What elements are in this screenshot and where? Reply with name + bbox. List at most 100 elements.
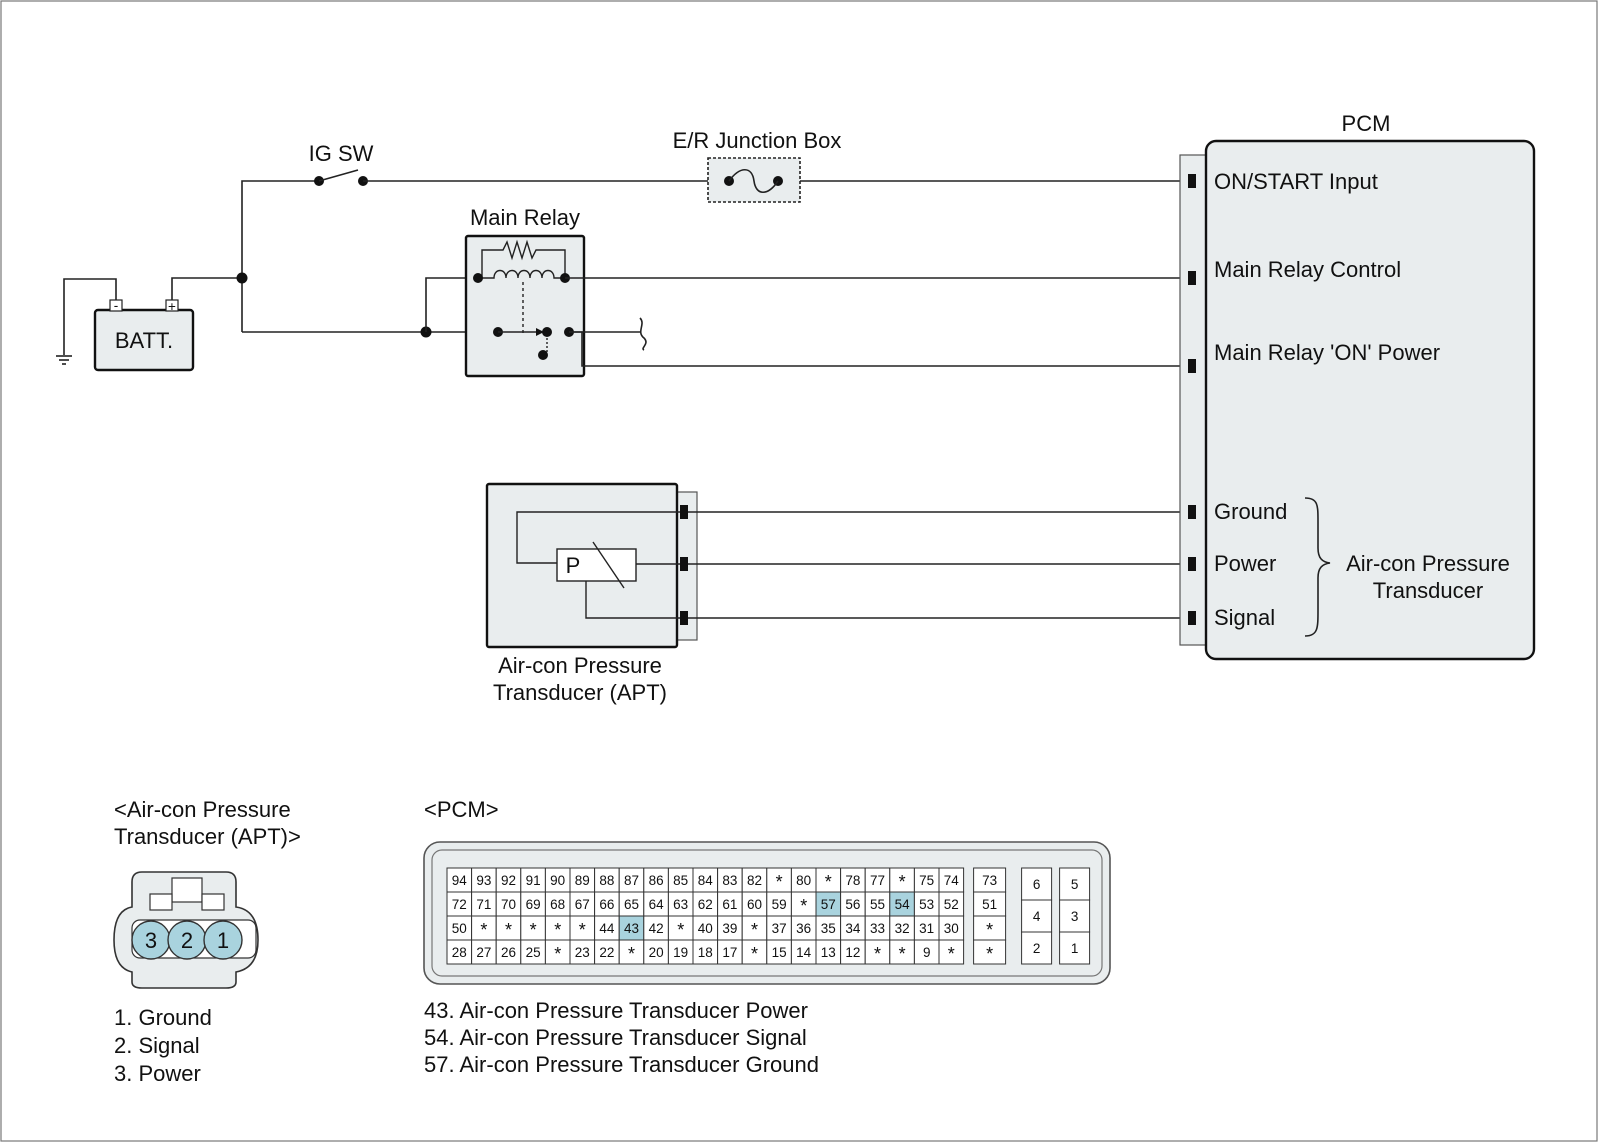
pcm-label: PCM bbox=[1342, 111, 1391, 136]
pcm-pin-cell bbox=[569, 891, 596, 917]
pcm-pin-number: 65 bbox=[624, 897, 639, 912]
pcm-pin-number: 59 bbox=[772, 897, 787, 912]
pcm-legend-item: 43. Air-con Pressure Transducer Power bbox=[424, 998, 808, 1023]
pcm-pin-number: 31 bbox=[919, 921, 934, 936]
apt-connector-pin-1 bbox=[203, 920, 243, 960]
pcm-pin-number: 42 bbox=[649, 921, 664, 936]
pcm-pin-number: * bbox=[825, 872, 832, 892]
pcm-legend-item: 57. Air-con Pressure Transducer Ground bbox=[424, 1052, 819, 1077]
pcm-pin-number: 62 bbox=[698, 897, 713, 912]
pcm-connector-title: <PCM> bbox=[424, 797, 499, 822]
pcm-pin-number: 26 bbox=[501, 945, 516, 960]
pcm-pin-number: 68 bbox=[550, 897, 565, 912]
pcm-pin-cell bbox=[446, 867, 473, 893]
pcm-pin-number: 91 bbox=[526, 873, 541, 888]
pcm-pin-cell bbox=[815, 891, 842, 917]
pcm-legend-item: 54. Air-con Pressure Transducer Signal bbox=[424, 1025, 807, 1050]
apt-connector-title-line1: <Air-con Pressure bbox=[114, 797, 291, 822]
pcm-pin-number: 12 bbox=[845, 945, 860, 960]
pcm-pin-number: 40 bbox=[698, 921, 713, 936]
battery-minus-label: - bbox=[114, 298, 119, 313]
battery: - + BATT. bbox=[93, 298, 195, 372]
pcm-pin-number: * bbox=[751, 944, 758, 964]
pcm-pin-number: * bbox=[874, 944, 881, 964]
pcm-pin-number: 20 bbox=[649, 945, 664, 960]
pcm-pin-cell bbox=[938, 915, 965, 941]
pcm-pin-cell bbox=[643, 891, 669, 917]
pcm-pin-number: 33 bbox=[870, 921, 885, 936]
pcm-pin-cell bbox=[471, 867, 497, 893]
pcm-pin-relay-on-power: Main Relay 'ON' Power bbox=[1214, 340, 1440, 365]
pcm-pin-number: 6 bbox=[1033, 877, 1041, 892]
pcm-pin-number: 22 bbox=[599, 945, 614, 960]
pcm-pin-power: Power bbox=[1214, 551, 1276, 576]
pcm-pin-cell bbox=[594, 867, 620, 893]
junction-box: E/R Junction Box bbox=[673, 128, 841, 203]
pcm-pin-cell bbox=[790, 891, 817, 917]
pcm-pin-number: 93 bbox=[476, 873, 491, 888]
pcm-pin-number: 54 bbox=[895, 897, 911, 912]
pcm-pin-cell bbox=[643, 939, 669, 965]
pcm-pin-cell bbox=[667, 939, 694, 965]
pcm-pin-number: * bbox=[480, 920, 487, 940]
pcm-pin-cell bbox=[495, 891, 522, 917]
pcm-pin-cell bbox=[973, 867, 1007, 893]
fuse-icon bbox=[728, 168, 779, 194]
pcm-pin-number: * bbox=[899, 872, 906, 892]
pcm-pin-number: 34 bbox=[845, 921, 861, 936]
pcm-apt-group-line2: Transducer bbox=[1373, 578, 1483, 603]
pcm-pin-number: 35 bbox=[821, 921, 836, 936]
pcm-pin-number: 60 bbox=[747, 897, 762, 912]
pcm-pin-cell bbox=[1059, 931, 1091, 965]
pcm-pin-number: 86 bbox=[649, 873, 664, 888]
variable-resistor-icon bbox=[592, 541, 625, 589]
pcm-pin-number: 55 bbox=[870, 897, 885, 912]
pcm-pin-number: 67 bbox=[575, 897, 590, 912]
pcm-pin-number: 5 bbox=[1071, 877, 1079, 892]
apt-label-line2: Transducer (APT) bbox=[493, 680, 667, 705]
pcm-pin-number: 66 bbox=[599, 897, 614, 912]
pcm-pin-cell bbox=[618, 915, 645, 941]
pcm-pin-number: 30 bbox=[944, 921, 959, 936]
pcm-pin-number: 3 bbox=[1071, 909, 1079, 924]
pcm-pin-number: 39 bbox=[722, 921, 737, 936]
ig-switch-label: IG SW bbox=[309, 141, 374, 166]
pcm-pin-number: 87 bbox=[624, 873, 639, 888]
pcm-module: PCM ON/START Input Main Relay Control Ma… bbox=[1179, 111, 1536, 661]
pcm-pin-number: 14 bbox=[796, 945, 812, 960]
apt-connector-pin-label: 3 bbox=[145, 928, 157, 953]
pcm-pin-number: * bbox=[530, 920, 537, 940]
pcm-pin-cell bbox=[864, 939, 891, 965]
apt-legend-item: 3. Power bbox=[114, 1061, 201, 1086]
main-relay-label: Main Relay bbox=[470, 205, 580, 230]
pcm-pin-number: 71 bbox=[476, 897, 491, 912]
pcm-pin-cell bbox=[913, 891, 940, 917]
pcm-pin-number: 73 bbox=[982, 873, 997, 888]
pcm-pin-number: * bbox=[751, 920, 758, 940]
pcm-pin-number: 61 bbox=[722, 897, 737, 912]
battery-positive-wire bbox=[171, 277, 242, 300]
pcm-pin-cell bbox=[938, 939, 965, 965]
pcm-pin-number: 80 bbox=[796, 873, 811, 888]
pcm-pin-number: * bbox=[677, 920, 684, 940]
pressure-sensor-p-label: P bbox=[566, 553, 581, 578]
apt-connector-pin-label: 2 bbox=[181, 928, 193, 953]
junction-dot bbox=[236, 272, 248, 284]
pcm-pin-number: 88 bbox=[599, 873, 614, 888]
pcm-pin-number: 82 bbox=[747, 873, 762, 888]
pcm-pin-number: 63 bbox=[673, 897, 688, 912]
ig-feed-wire bbox=[241, 180, 319, 278]
pcm-pin-cell bbox=[569, 915, 596, 941]
pcm-pin-number: 85 bbox=[673, 873, 688, 888]
pcm-pin-number: 32 bbox=[895, 921, 910, 936]
pcm-pin-number: 69 bbox=[526, 897, 541, 912]
pcm-pin-number: 94 bbox=[452, 873, 468, 888]
pcm-pin-number: 23 bbox=[575, 945, 590, 960]
pcm-pin-number: 83 bbox=[722, 873, 737, 888]
pcm-pin-cell bbox=[594, 939, 620, 965]
ground-symbol bbox=[56, 278, 117, 365]
pcm-pin-cell bbox=[667, 915, 694, 941]
pcm-pin-number: 92 bbox=[501, 873, 516, 888]
pcm-pin-cell bbox=[495, 915, 522, 941]
